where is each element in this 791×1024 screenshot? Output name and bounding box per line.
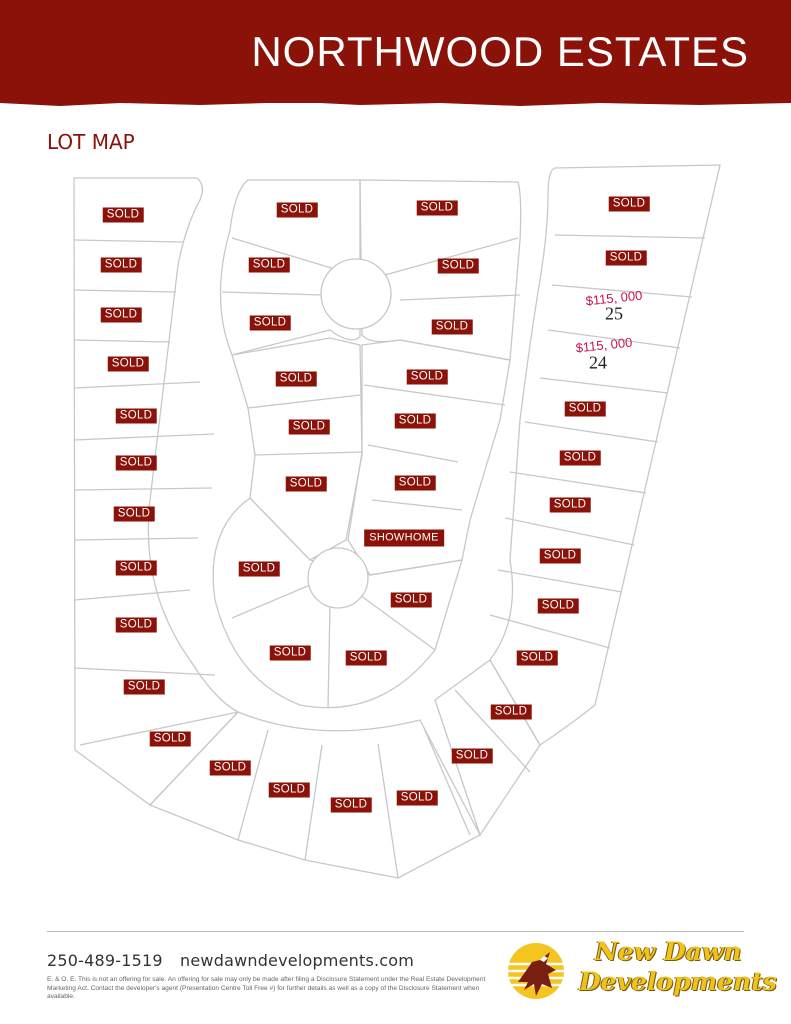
disclaimer-text: E. & O. E. This is not an offering for s…: [47, 976, 486, 1000]
lot-status-badge: SOLD: [248, 257, 290, 273]
header-torn-edge: [0, 100, 791, 106]
logo-line2: Developments: [579, 967, 777, 996]
lot-status-badge: SOLD: [288, 419, 330, 435]
footer-divider: [47, 931, 744, 932]
showhome-badge: SHOWHOME: [364, 529, 444, 547]
lot-status-badge: SOLD: [406, 369, 448, 385]
lot-status-badge: SOLD: [268, 782, 310, 798]
lot-status-badge: SOLD: [394, 413, 436, 429]
header-banner: [0, 0, 791, 103]
lot-status-badge: SOLD: [115, 617, 157, 633]
lot-status-badge: SOLD: [115, 560, 157, 576]
lot-status-badge: SOLD: [394, 475, 436, 491]
lot-status-badge: SOLD: [516, 650, 558, 666]
lot-status-badge: SOLD: [559, 450, 601, 466]
company-logo: New Dawn Developments: [506, 936, 777, 1006]
lot-status-badge: SOLD: [390, 592, 432, 608]
lot-status-badge: SOLD: [209, 760, 251, 776]
lot-status-badge: SOLD: [437, 258, 479, 274]
phone-number[interactable]: 250-489-1519: [47, 951, 163, 970]
section-title: LOT MAP: [47, 130, 135, 154]
lot-status-badge: SOLD: [451, 748, 493, 764]
lot-status-badge: SOLD: [564, 401, 606, 417]
lot-status-badge: SOLD: [115, 408, 157, 424]
lot-status-badge: SOLD: [115, 455, 157, 471]
lot-status-badge: SOLD: [100, 307, 142, 323]
lot-status-badge: SOLD: [149, 731, 191, 747]
lot-status-badge: SOLD: [605, 250, 647, 266]
lot-status-badge: SOLD: [123, 679, 165, 695]
lot-status-badge: SOLD: [113, 506, 155, 522]
website-link[interactable]: newdawndevelopments.com: [180, 951, 415, 970]
lot-status-badge: SOLD: [107, 356, 149, 372]
lot-status-badge: SOLD: [431, 319, 473, 335]
lot-status-badge: SOLD: [549, 497, 591, 513]
lot-status-badge: SOLD: [539, 548, 581, 564]
lot-status-badge: SOLD: [608, 196, 650, 212]
lot-status-badge: SOLD: [345, 650, 387, 666]
page-title: NORTHWOOD ESTATES: [251, 28, 749, 75]
lot-status-badge: SOLD: [490, 704, 532, 720]
lot-status-badge: SOLD: [276, 202, 318, 218]
lot-status-badge: SOLD: [330, 797, 372, 813]
lot-status-badge: SOLD: [269, 645, 311, 661]
lot-number: 24: [589, 352, 607, 373]
lot-status-badge: SOLD: [100, 257, 142, 273]
logo-line1: New Dawn: [595, 937, 742, 966]
lot-status-badge: SOLD: [285, 476, 327, 492]
lot-status-badge: SOLD: [416, 200, 458, 216]
lot-status-badge: SOLD: [249, 315, 291, 331]
footer-contact: 250-489-1519 newdawndevelopments.com: [47, 951, 426, 970]
lot-number: 25: [605, 303, 623, 324]
eagle-sun-icon: [508, 943, 564, 999]
lot-status-badge: SOLD: [102, 207, 144, 223]
lot-status-badge: SOLD: [537, 598, 579, 614]
lot-status-badge: SOLD: [396, 790, 438, 806]
lot-status-badge: SOLD: [238, 561, 280, 577]
lot-status-badge: SOLD: [275, 371, 317, 387]
